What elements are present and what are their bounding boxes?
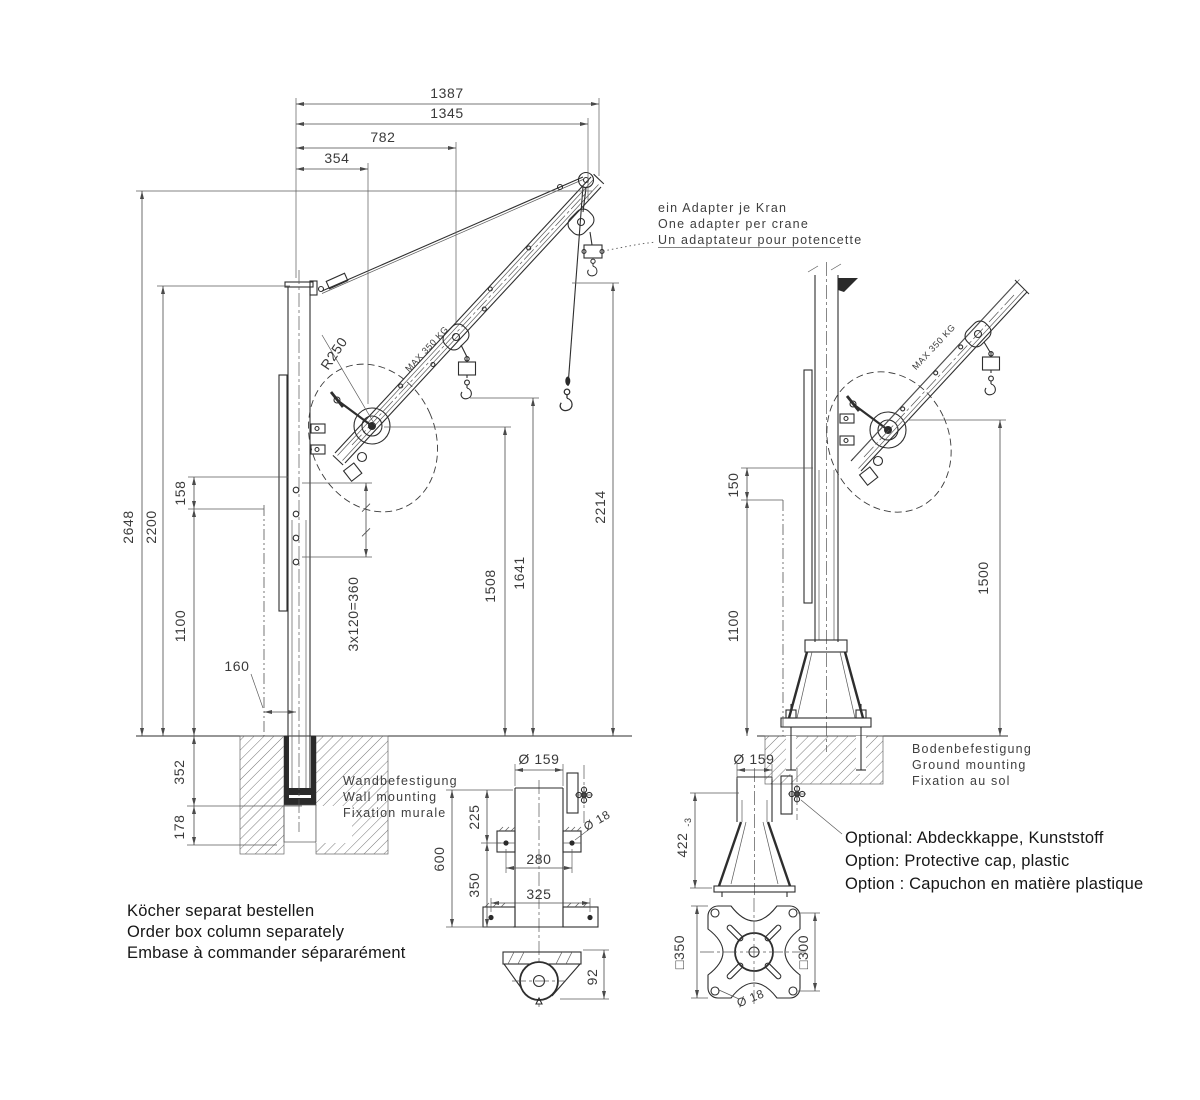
dim-92: 92	[584, 969, 600, 986]
option-note-fr: Option : Capuchon en matière plastique	[845, 875, 1143, 893]
wall-rail-plate	[278, 374, 288, 612]
boom	[332, 173, 605, 466]
dim-sq300: □300	[795, 935, 811, 969]
dim-3x120: 3x120=360	[345, 576, 361, 651]
box-column	[283, 736, 317, 843]
slewing-circle	[826, 371, 952, 513]
adapter-note: ein Adapter je Kran One adapter per cran…	[602, 201, 862, 252]
order-note: Köcher separat bestellen Order box colum…	[127, 902, 406, 962]
option-leader-line	[800, 799, 843, 835]
right-crane-view: MAX 350 KG 150 1100 1500	[725, 262, 1030, 785]
dim-2648: 2648	[120, 510, 136, 544]
wall-note-de: Wandbefestigung	[343, 774, 458, 788]
dim-1641: 1641	[511, 556, 527, 590]
dim-325: 325	[526, 886, 551, 902]
column	[803, 262, 858, 752]
dim-1387: 1387	[430, 85, 464, 101]
right-view-extension-lines	[741, 419, 1006, 736]
ground-socket-detail: Ø 159 422 -3 □350 □300 Ø 18	[671, 751, 843, 1010]
dim-350: 350	[466, 872, 482, 897]
dim-1500: 1500	[975, 561, 991, 595]
dim-sq350: □350	[671, 935, 687, 969]
left-view-dimension-lines	[140, 102, 615, 845]
dim-422: 422	[674, 832, 690, 857]
hoist-cable	[567, 185, 584, 387]
protective-cap-icon	[566, 765, 594, 823]
stay-cable	[309, 176, 584, 296]
column-rail-plate	[803, 369, 813, 604]
mast	[278, 270, 326, 832]
dim-dia159: Ø 159	[518, 751, 559, 767]
dim-2200: 2200	[143, 510, 159, 544]
adapter-note-en: One adapter per crane	[658, 217, 809, 231]
adapter-note-de: ein Adapter je Kran	[658, 201, 787, 215]
dim-dia18: Ø 18	[581, 807, 613, 833]
dim-158: 158	[172, 480, 188, 505]
dim-178: 178	[171, 814, 187, 839]
wall-note-fr: Fixation murale	[343, 806, 446, 820]
adapter-note-fr: Un adaptateur pour potencette	[658, 233, 862, 247]
ground-note-en: Ground mounting	[912, 758, 1027, 772]
dim-1100: 1100	[172, 610, 188, 643]
concrete-hatch-left	[239, 735, 285, 855]
turnbuckle	[325, 272, 349, 290]
mid-pulley-hook	[439, 320, 477, 400]
boom-capacity-label: MAX 350 KG	[403, 324, 450, 374]
dim-2214: 2214	[592, 490, 608, 524]
dim-352: 352	[171, 759, 187, 784]
order-note-en: Order box column separately	[127, 923, 345, 941]
option-note-en: Option: Protective cap, plastic	[845, 852, 1069, 870]
ground-mounting-note: Bodenbefestigung Ground mounting Fixatio…	[912, 742, 1032, 788]
dim-422-tolerance: -3	[683, 817, 693, 826]
dim-160: 160	[224, 658, 249, 674]
boom-tip-assembly	[559, 171, 605, 412]
wall-mounting-note: Wandbefestigung Wall mounting Fixation m…	[343, 774, 458, 820]
wall-note-en: Wall mounting	[343, 790, 437, 804]
ground-note-fr: Fixation au sol	[912, 774, 1011, 788]
mid-pulley-hook	[961, 317, 1001, 396]
protective-cap-icon	[780, 768, 807, 820]
base-flange-view: □350 □300 Ø 18	[671, 898, 820, 1010]
option-note-de: Optional: Abdeckkappe, Kunststoff	[845, 829, 1104, 847]
dim-1100: 1100	[725, 610, 741, 643]
wall-bracket-bottom-view: 92	[502, 949, 609, 1005]
order-note-de: Köcher separat bestellen	[127, 902, 314, 920]
winch	[308, 363, 438, 513]
left-crane-view: MAX 350 KG R250	[120, 85, 632, 855]
right-view-dimension-lines	[745, 420, 1002, 736]
crane-adapter	[583, 244, 603, 259]
slewing-circle	[308, 363, 438, 513]
left-view-extension-lines	[136, 98, 619, 846]
winch	[826, 371, 952, 513]
boom-capacity-label: MAX 350 KG	[910, 322, 957, 372]
dim-782: 782	[370, 129, 395, 145]
dim-150: 150	[725, 472, 741, 497]
dim-600: 600	[431, 846, 447, 871]
load-hook	[559, 388, 573, 412]
option-note: Optional: Abdeckkappe, Kunststoff Option…	[845, 829, 1143, 893]
dim-1508: 1508	[482, 569, 498, 603]
dim-dia18: Ø 18	[735, 986, 767, 1010]
order-note-fr: Embase à commander sépararément	[127, 944, 406, 962]
wall-bracket-detail: Ø 159 600 225 350 280 325 Ø 18 92	[431, 751, 613, 1010]
boom	[850, 279, 1030, 472]
dim-r250: R250	[317, 334, 350, 373]
dim-280: 280	[526, 851, 551, 867]
dim-225: 225	[466, 804, 482, 829]
dim-354: 354	[324, 150, 349, 166]
dim-dia159: Ø 159	[733, 751, 774, 767]
ground-note-de: Bodenbefestigung	[912, 742, 1032, 756]
trumpet-base	[780, 639, 872, 771]
dim-1345: 1345	[430, 105, 464, 121]
